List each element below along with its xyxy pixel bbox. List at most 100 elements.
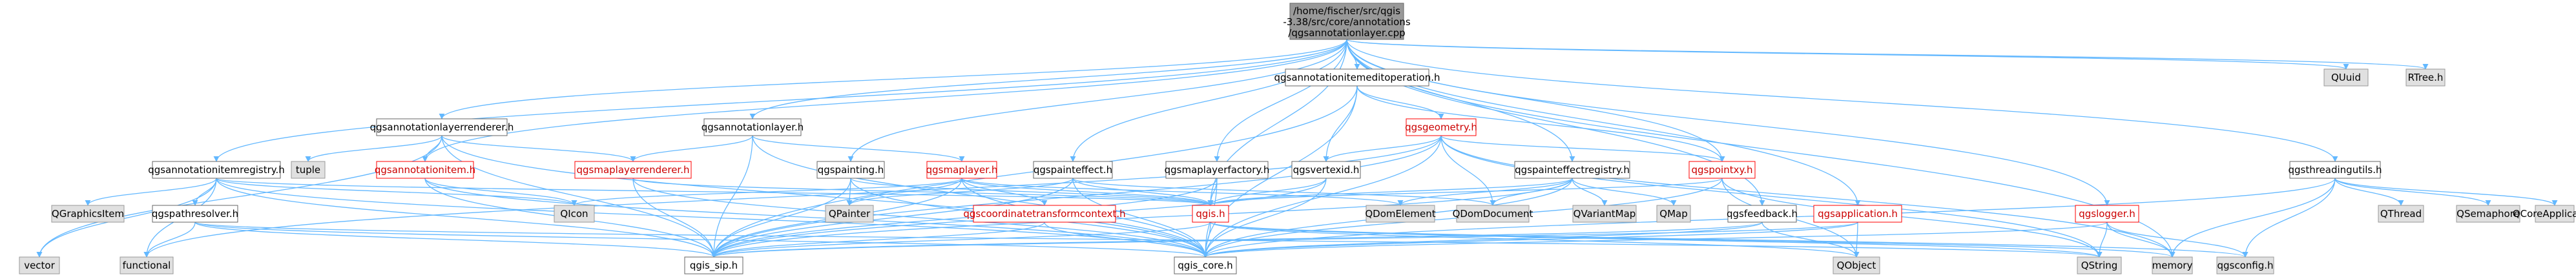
- edge-geometry-to-memory: [1440, 135, 2176, 258]
- edge-root-to-pointxy: [1346, 39, 1725, 162]
- edge-maplayerrenderer-to-qgssip: [632, 178, 717, 258]
- node-effectregistry-box: [1514, 161, 1630, 179]
- edge-threadingutils-to-qgsconfig: [2242, 178, 2336, 258]
- node-qicon: QIcon: [554, 205, 595, 223]
- edge-geometry-to-vertexid: [1323, 135, 1442, 162]
- node-annitem-label: qgsannotationitem.h: [375, 164, 475, 176]
- node-geometry-label: qgsgeometry.h: [1405, 121, 1477, 133]
- node-qstring-box: [2077, 256, 2122, 274]
- node-qvariantmap: QVariantMap: [1572, 205, 1637, 223]
- edge-registry-to-vector: [36, 178, 217, 258]
- node-annlayer[interactable]: qgsannotationlayer.h: [701, 118, 804, 136]
- node-geometry[interactable]: qgsgeometry.h: [1405, 118, 1477, 136]
- edge-coordctx-to-qgscore: [1044, 222, 1209, 258]
- edge-painting-to-qgssip: [711, 178, 851, 258]
- node-renderer[interactable]: qgsannotationlayerrenderer.h: [370, 118, 514, 136]
- node-coordctx[interactable]: qgscoordinatetransformcontext.h: [963, 205, 1126, 223]
- node-painting-box: [816, 161, 885, 179]
- node-qobject-box: [1833, 256, 1880, 274]
- node-feedback[interactable]: qgsfeedback.h: [1727, 205, 1798, 223]
- edge-application-to-qgssip: [711, 222, 1858, 258]
- edge-registry-to-qicon: [216, 178, 577, 206]
- node-qgsh-label: qgis.h: [1196, 208, 1225, 220]
- node-pathresolver[interactable]: qgspathresolver.h: [152, 205, 238, 223]
- node-qsemaphore-label: QSemaphore: [2457, 208, 2520, 220]
- node-pointxy[interactable]: qgspointxy.h: [1688, 161, 1756, 179]
- edge-annlayer-to-qgscore: [752, 135, 1209, 258]
- node-tuple-label: tuple: [296, 164, 320, 176]
- edge-geometry-to-functional: [143, 135, 1442, 258]
- edge-maplayer-to-qpainter: [846, 178, 962, 206]
- node-qobject-label: QObject: [1837, 260, 1876, 271]
- edge-threadingutils-to-qthread: [2334, 178, 2404, 206]
- node-registry[interactable]: qgsannotationitemregistry.h: [148, 161, 285, 179]
- edge-pathresolver-to-functional: [143, 222, 196, 258]
- node-qgssip[interactable]: qgis_sip.h: [684, 256, 743, 274]
- node-qthread-box: [2378, 205, 2424, 223]
- node-maplayer[interactable]: qgsmaplayer.h: [926, 161, 998, 179]
- node-threadingutils-label: qgsthreadingutils.h: [2288, 164, 2382, 176]
- node-pathresolver-box: [152, 205, 238, 223]
- node-functional: functional: [119, 256, 174, 274]
- node-qgscore[interactable]: qgis_core.h: [1174, 256, 1237, 274]
- edge-geometry-to-qstring: [1440, 135, 2103, 258]
- edge-layerfactory-to-qgssip: [711, 178, 1218, 258]
- node-qgsconfig: qgsconfig.h: [2216, 256, 2274, 274]
- edge-renderer-to-maplayerrenderer: [441, 135, 636, 162]
- node-qgssip-label: qgis_sip.h: [690, 260, 738, 272]
- edge-root-to-rtree: [1346, 39, 2428, 70]
- edge-editop-to-vertexid: [1323, 85, 1358, 162]
- node-editop-label: qgsannotationitemeditoperation.h: [1274, 72, 1440, 83]
- node-maplayer-label: qgsmaplayer.h: [926, 164, 998, 176]
- edge-painteffect-to-qgssip: [711, 178, 1074, 258]
- node-root: /home/fischer/src/qgis-3.38/src/core/ann…: [1283, 3, 1411, 40]
- node-effectregistry[interactable]: qgspainteffectregistry.h: [1514, 161, 1630, 179]
- edge-root-to-renderer: [439, 39, 1347, 119]
- edge-geometry-to-pointxy: [1440, 135, 1725, 162]
- node-application[interactable]: qgsapplication.h: [1813, 205, 1902, 223]
- node-logger[interactable]: qgslogger.h: [2075, 205, 2139, 223]
- node-rtree-box: [2405, 68, 2446, 87]
- edge-geometry-to-qgssip: [711, 135, 1442, 258]
- edge-application-to-qobject: [1853, 222, 1860, 258]
- node-maplayerrenderer-label: qgsmaplayerrenderer.h: [576, 164, 689, 176]
- node-vector-box: [19, 256, 60, 274]
- node-qthread-label: QThread: [2380, 208, 2422, 220]
- edge-threadingutils-to-memory: [2169, 178, 2336, 258]
- edge-logger-to-qgsconfig: [2106, 222, 2249, 258]
- edge-logger-to-memory: [2106, 222, 2176, 258]
- edge-logger-to-qstring: [2096, 222, 2108, 258]
- node-maplayerrenderer-box: [574, 161, 692, 179]
- node-qstring-label: QString: [2081, 260, 2118, 271]
- edge-root-to-annlayer: [749, 39, 1347, 119]
- node-rtree-label: RTree.h: [2408, 72, 2444, 83]
- node-painting[interactable]: qgspainting.h: [816, 161, 885, 179]
- node-qvariantmap-label: QVariantMap: [1574, 208, 1636, 220]
- node-effectregistry-label: qgspainteffectregistry.h: [1515, 164, 1630, 176]
- node-qgsh[interactable]: qgis.h: [1192, 205, 1229, 223]
- node-painteffect[interactable]: qgspainteffect.h: [1033, 161, 1113, 179]
- edge-effectregistry-to-qgssip: [711, 178, 1573, 258]
- node-painteffect-box: [1033, 161, 1113, 179]
- node-layerfactory[interactable]: qgsmaplayerfactory.h: [1165, 161, 1270, 179]
- node-annitem[interactable]: qgsannotationitem.h: [375, 161, 475, 179]
- node-application-box: [1813, 205, 1902, 223]
- edge-feedback-to-qgscore: [1202, 222, 1763, 258]
- node-qvariantmap-box: [1572, 205, 1637, 223]
- edge-maplayer-to-qdomelement: [961, 178, 1404, 206]
- node-editop[interactable]: qgsannotationitemeditoperation.h: [1274, 68, 1440, 87]
- edge-geometry-to-qdomdocument: [1440, 135, 1496, 206]
- node-threadingutils[interactable]: qgsthreadingutils.h: [2288, 161, 2382, 179]
- node-threadingutils-box: [2289, 161, 2381, 179]
- node-qgraphicsitem: QGraphicsItem: [51, 205, 125, 223]
- edge-maplayerrenderer-to-qgscore: [632, 178, 1209, 258]
- node-root-box: [1289, 3, 1404, 40]
- node-logger-box: [2075, 205, 2139, 223]
- node-quuid-label: QUuid: [2331, 72, 2361, 83]
- node-renderer-label: qgsannotationlayerrenderer.h: [370, 121, 514, 133]
- edge-pointxy-to-qgsh: [1207, 178, 1723, 206]
- node-maplayerrenderer[interactable]: qgsmaplayerrenderer.h: [574, 161, 692, 179]
- edge-maplayerrenderer-to-qgsh: [632, 178, 1214, 206]
- node-qgraphicsitem-box: [51, 205, 125, 223]
- node-vertexid[interactable]: qgsvertexid.h: [1291, 161, 1361, 179]
